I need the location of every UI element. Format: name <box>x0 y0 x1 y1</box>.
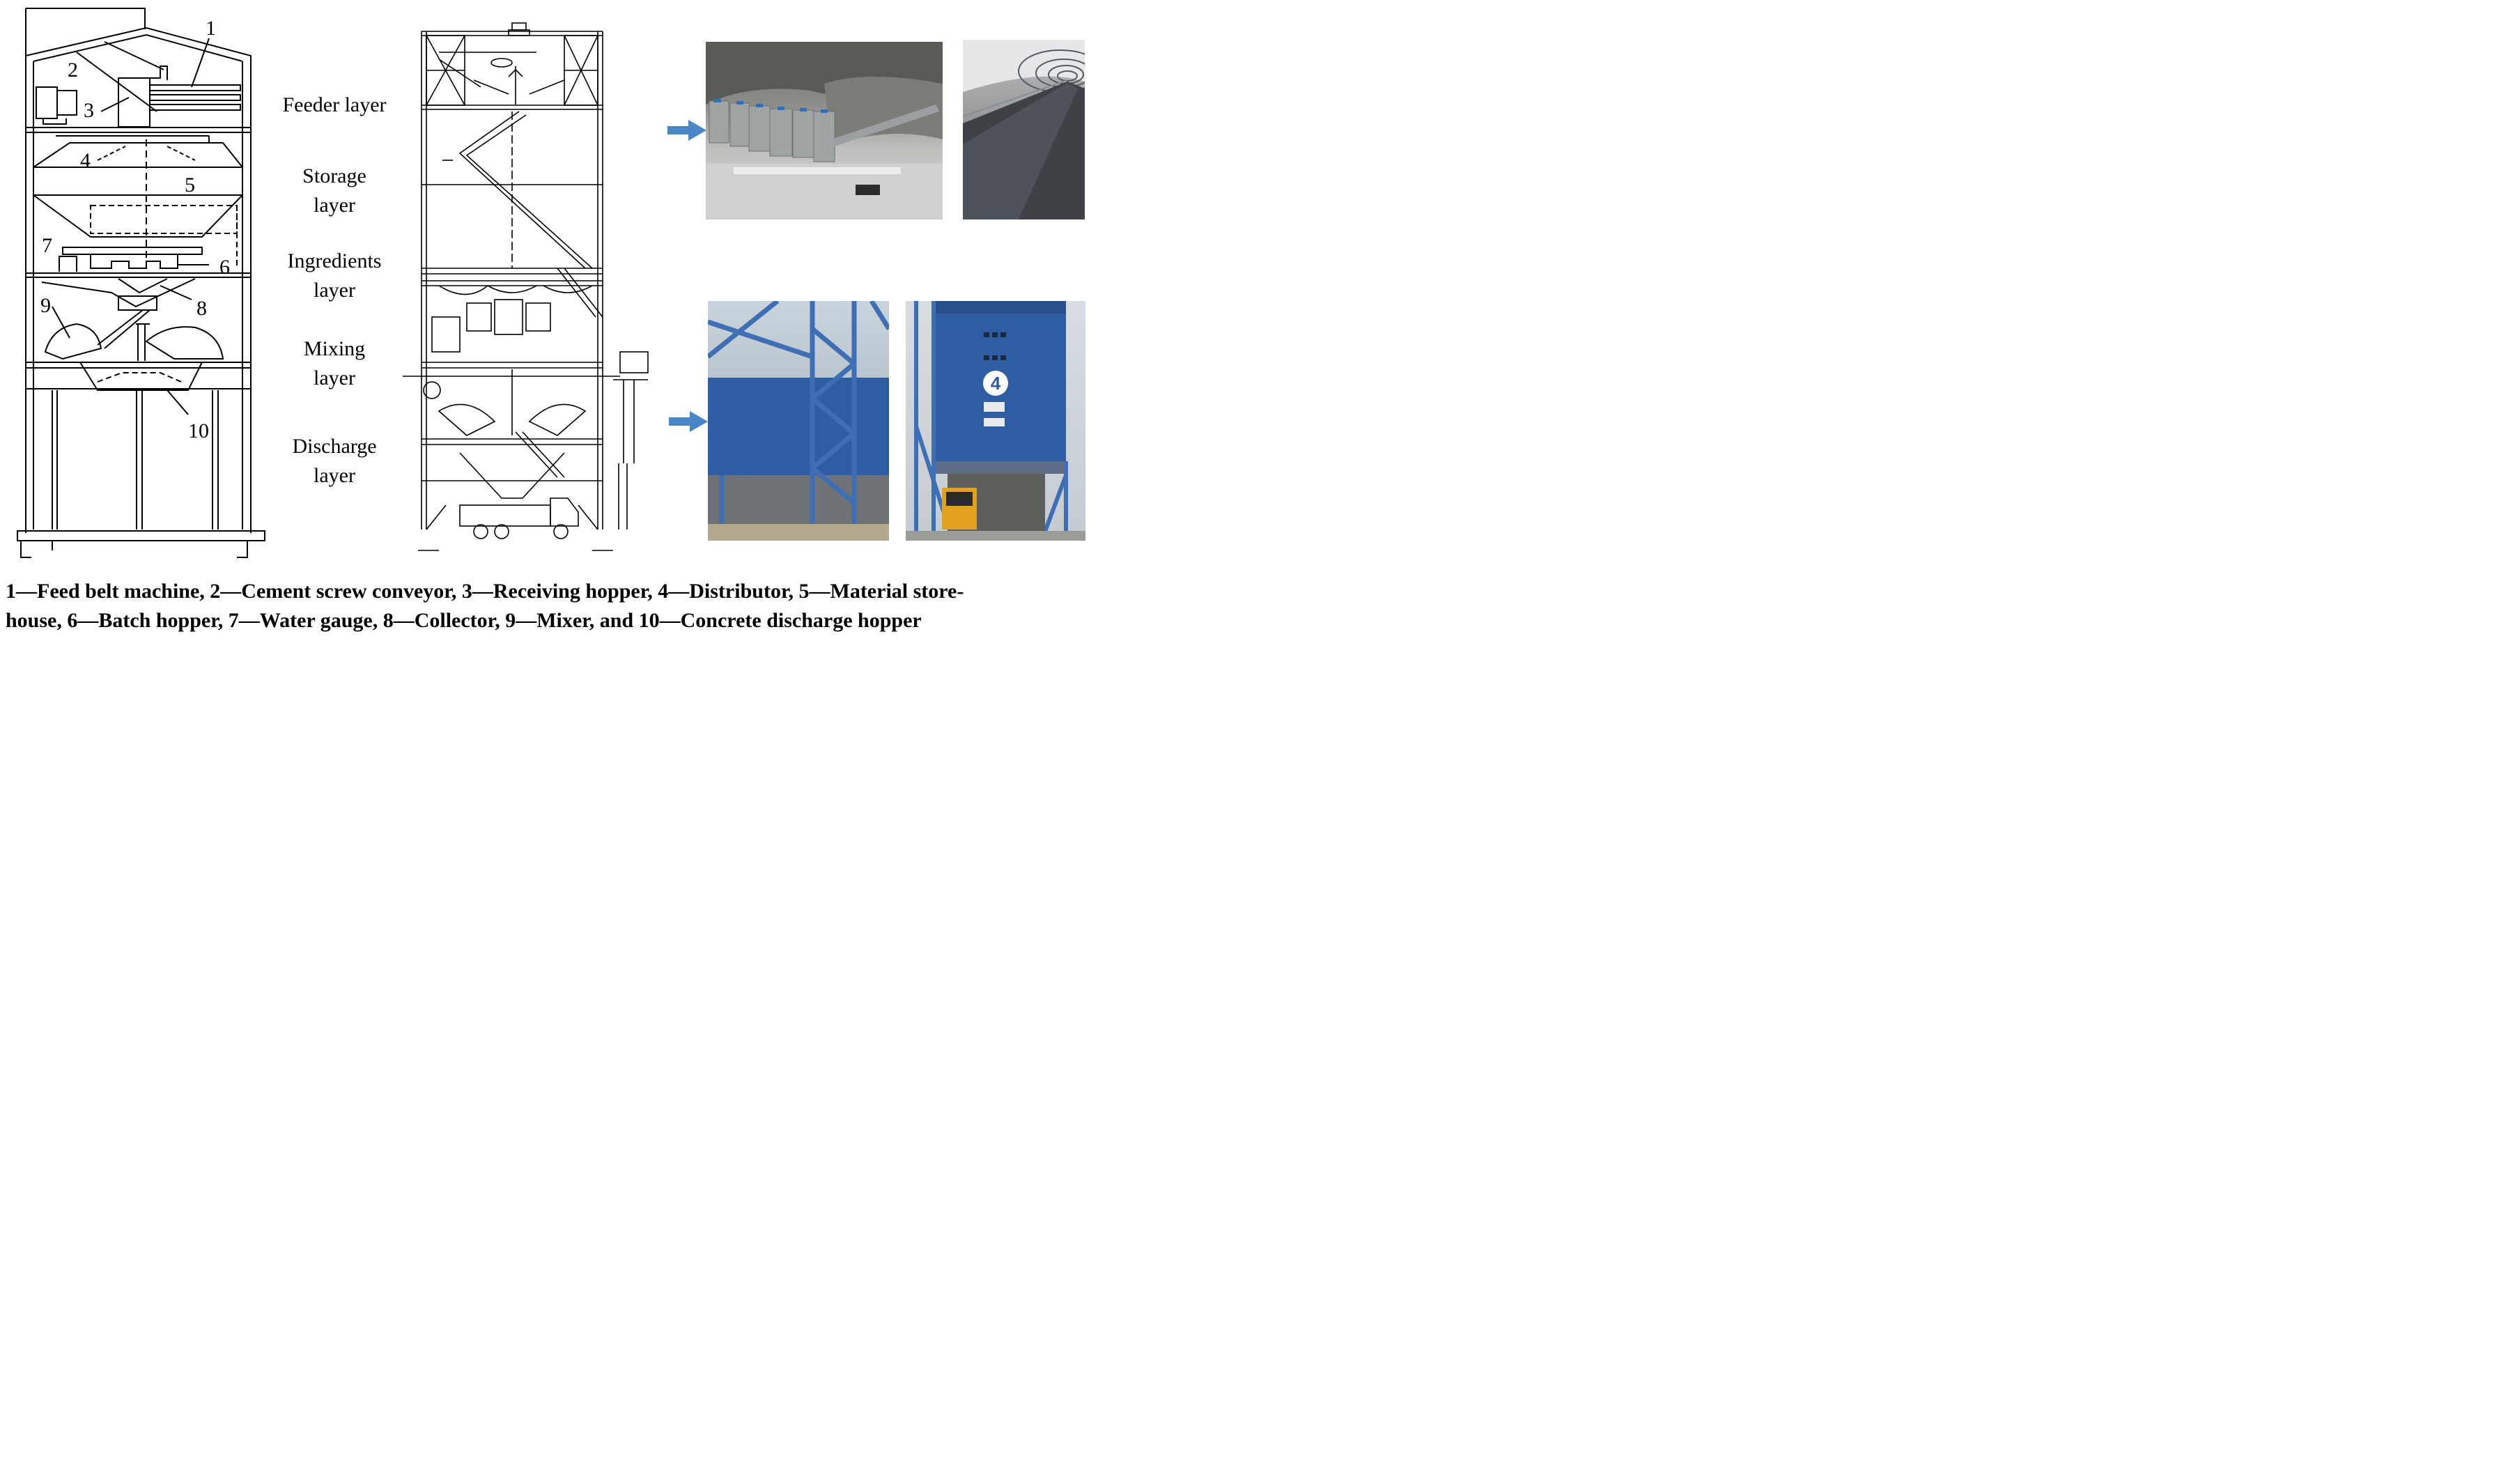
photo-silos <box>706 42 943 219</box>
caption-line-2: house, 6—Batch hopper, 7—Water gauge, 8—… <box>6 609 922 632</box>
layer-label-mixing-line1: Mixing <box>303 337 366 360</box>
layer-label-mixing: Mixing layer <box>265 334 404 393</box>
schematic-number-6: 6 <box>219 256 230 279</box>
schematic-number-5: 5 <box>185 173 195 196</box>
layer-label-storage-line1: Storage <box>302 164 366 187</box>
layer-label-feeder: Feeder layer <box>265 91 404 120</box>
schematic-number-2: 2 <box>68 59 78 82</box>
figure-caption: 1—Feed belt machine, 2—Cement screw conv… <box>6 577 1085 635</box>
layer-label-ingredients-line1: Ingredients <box>287 249 382 272</box>
layer-label-mixing-line2: layer <box>314 366 355 389</box>
photo-mixing-tower: 4 <box>906 301 1085 541</box>
schematic-number-10: 10 <box>188 419 209 442</box>
photo-steel-frame <box>708 301 889 541</box>
pointer-arrow-bottom <box>669 411 708 432</box>
layer-label-ingredients-line2: layer <box>314 279 355 302</box>
schematic-number-7: 7 <box>42 234 52 257</box>
layer-label-feeder-line1: Feeder layer <box>282 93 387 116</box>
schematic-number-9: 9 <box>40 294 51 317</box>
tower-number-badge: 4 <box>990 373 1001 394</box>
plant-schematic: 1 2 3 4 5 6 7 8 9 10 <box>17 8 265 558</box>
schematic-number-1: 1 <box>206 17 216 40</box>
pointer-arrow-top <box>667 120 706 141</box>
tower-elevation-drawing <box>403 22 649 551</box>
layer-label-discharge-line2: layer <box>314 464 355 487</box>
layer-label-storage: Storage layer <box>265 162 404 220</box>
caption-line-1: 1—Feed belt machine, 2—Cement screw conv… <box>6 580 964 603</box>
layer-label-ingredients: Ingredients layer <box>265 247 404 305</box>
layer-label-storage-line2: layer <box>314 194 355 217</box>
schematic-number-4: 4 <box>80 149 91 172</box>
layer-label-discharge-line1: Discharge <box>292 435 377 458</box>
layer-label-discharge: Discharge layer <box>265 432 404 491</box>
schematic-number-8: 8 <box>196 297 207 320</box>
photo-conveyor-gallery <box>963 40 1085 219</box>
schematic-number-3: 3 <box>84 99 94 122</box>
